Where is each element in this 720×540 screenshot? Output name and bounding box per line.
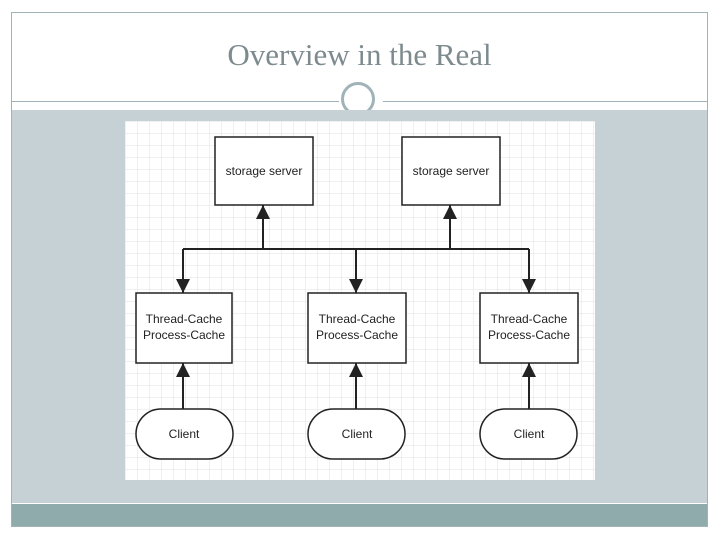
client-node: Client	[135, 408, 234, 460]
svg-text:storage server: storage server	[226, 164, 303, 178]
svg-text:Process-Cache: Process-Cache	[316, 328, 398, 342]
cache-node: Thread-Cache Process-Cache	[135, 292, 233, 364]
svg-text:Thread-Cache: Thread-Cache	[146, 312, 223, 326]
title-rule-right	[383, 101, 707, 102]
svg-text:Process-Cache: Process-Cache	[143, 328, 225, 342]
cache-node: Thread-Cache Process-Cache	[307, 292, 407, 364]
architecture-diagram: storage server storage server Thread-Cac…	[125, 121, 595, 480]
client-node: Client	[479, 408, 578, 460]
svg-text:storage server: storage server	[413, 164, 490, 178]
client-node: Client	[307, 408, 406, 460]
svg-text:Thread-Cache: Thread-Cache	[319, 312, 396, 326]
slide: Overview in the Real storage server	[11, 12, 708, 527]
svg-text:Process-Cache: Process-Cache	[488, 328, 570, 342]
svg-text:Client: Client	[169, 427, 200, 441]
storage-server-node: storage server	[214, 136, 314, 206]
title-rule-left	[12, 101, 339, 102]
storage-server-node: storage server	[401, 136, 501, 206]
svg-text:Client: Client	[342, 427, 373, 441]
footer-bar	[12, 504, 707, 526]
svg-text:Client: Client	[514, 427, 545, 441]
svg-text:Thread-Cache: Thread-Cache	[491, 312, 568, 326]
cache-node: Thread-Cache Process-Cache	[479, 292, 579, 364]
slide-title: Overview in the Real	[227, 37, 492, 72]
